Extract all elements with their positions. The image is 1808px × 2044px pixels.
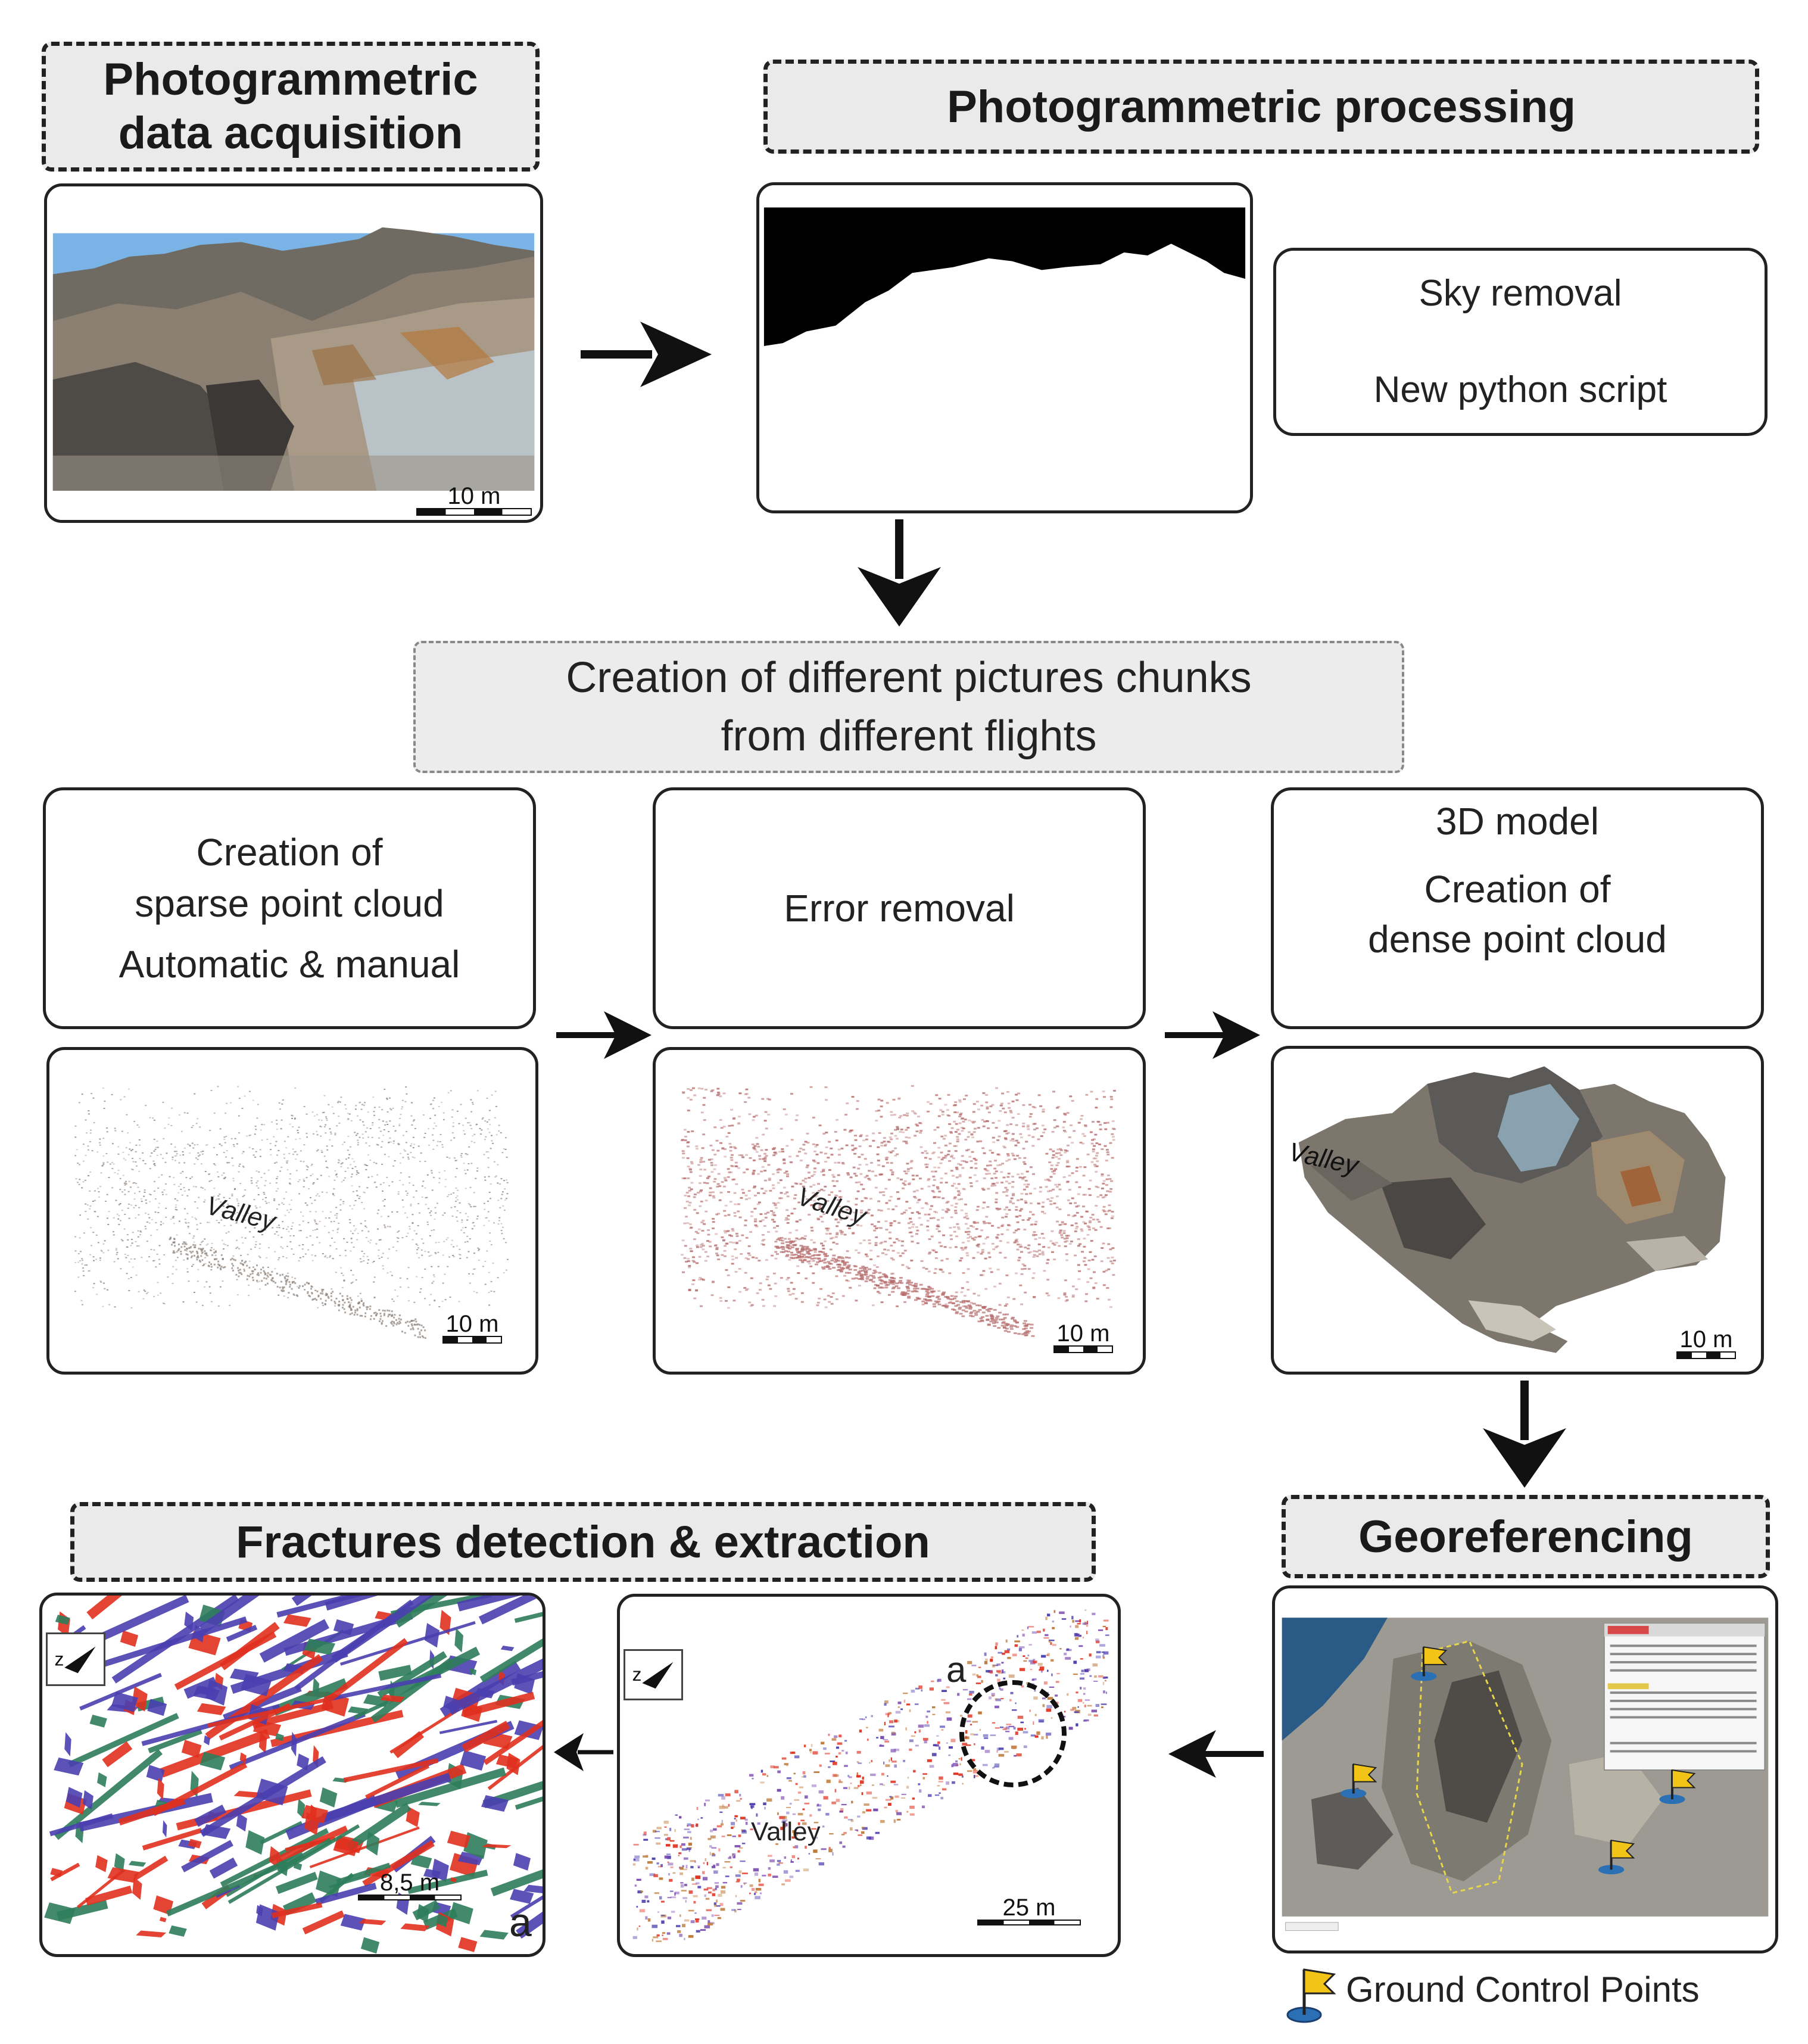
scale-bar: 10 m — [442, 1312, 502, 1344]
arrow-down — [858, 519, 941, 627]
header-processing: Photogrammetric processing — [763, 60, 1759, 154]
svg-text:z: z — [55, 1648, 64, 1669]
dense-cloud-image — [1298, 1066, 1726, 1353]
sky-mask-image — [759, 185, 1250, 510]
scale-label: 10 m — [1679, 1326, 1733, 1353]
point-cloud — [680, 1085, 1116, 1337]
point-cloud — [74, 1086, 509, 1339]
filtered-cloud-image — [680, 1085, 1116, 1337]
scale-bar: 10 m — [416, 484, 532, 516]
gcp-legend: Ground Control Points — [1286, 1959, 1700, 2031]
fracture-zoom-image — [44, 1596, 543, 1954]
fracture-planes — [44, 1596, 543, 1954]
mountain-photo — [47, 186, 540, 520]
sparse-line1: Creation of — [196, 831, 383, 874]
zoom-highlight-circle — [959, 1680, 1067, 1787]
chunks-box: Creation of different pictures chunks fr… — [413, 641, 1404, 773]
fractures-zoom-panel: z 8,5 m a — [39, 1593, 545, 1957]
error-removal-box: Error removal — [653, 787, 1146, 1029]
header-processing-text: Photogrammetric processing — [947, 81, 1576, 132]
scale-label: 25 m — [1002, 1895, 1056, 1921]
north-arrow-icon: z — [46, 1632, 105, 1686]
scale-bar: 8,5 m — [358, 1871, 462, 1900]
header-acquisition-line1: Photogrammetric — [103, 54, 478, 105]
scale-label: 10 m — [447, 483, 501, 509]
scale-label: 10 m — [1056, 1320, 1110, 1347]
dense-line2: Creation of — [1424, 868, 1611, 911]
sparse-cloud-image — [74, 1086, 509, 1339]
filtered-cloud-panel: Valley 10 m — [653, 1047, 1146, 1375]
dense-cloud-panel: Valley 10 m — [1271, 1046, 1764, 1375]
sparse-cloud-box: Creation of sparse point cloud Automatic… — [43, 787, 536, 1029]
header-fractures: Fractures detection & extraction — [70, 1502, 1096, 1582]
error-removal-label: Error removal — [784, 887, 1015, 930]
arrow-left — [1168, 1730, 1264, 1778]
gcp-legend-label: Ground Control Points — [1346, 1969, 1700, 2009]
arrow-right — [1165, 1011, 1260, 1059]
panel-label-a: a — [509, 1900, 532, 1945]
arrow-right — [556, 1011, 651, 1059]
gcp-flag-icon — [1286, 1968, 1336, 2023]
acquisition-photo-panel: 10 m — [44, 183, 543, 523]
sky-removal-box: Sky removal New python script — [1273, 248, 1768, 436]
arrow-down — [1483, 1381, 1566, 1488]
python-script-label: New python script — [1373, 369, 1667, 410]
dense-line3: dense point cloud — [1368, 918, 1667, 961]
arrow-right — [581, 322, 712, 387]
chunks-line1: Creation of different pictures chunks — [566, 654, 1252, 702]
fractures-overview-panel: z a Valley 25 m — [617, 1594, 1121, 1957]
arrow-left — [554, 1733, 613, 1771]
header-fractures-text: Fractures detection & extraction — [236, 1516, 930, 1568]
scale-bar: 10 m — [1676, 1328, 1736, 1359]
valley-label: Valley — [751, 1817, 821, 1846]
sparse-cloud-panel: Valley 10 m — [46, 1047, 538, 1375]
scale-label: 8,5 m — [379, 1869, 440, 1896]
header-data-acquisition: Photogrammetric data acquisition — [42, 42, 540, 172]
scale-label: 10 m — [445, 1311, 499, 1337]
chunks-line2: from different flights — [721, 712, 1097, 760]
scale-bar: 10 m — [1053, 1322, 1113, 1353]
georeferencing-panel — [1272, 1585, 1778, 1953]
dense-line1: 3D model — [1436, 800, 1599, 843]
georeferenced-map — [1276, 1588, 1775, 1950]
scale-bar: 25 m — [977, 1896, 1081, 1925]
dense-cloud-box: 3D model Creation of dense point cloud — [1271, 787, 1764, 1029]
sky-mask-panel — [756, 182, 1253, 513]
north-arrow-icon: z — [624, 1649, 683, 1700]
sparse-line3: Automatic & manual — [119, 943, 460, 986]
sky-removal-label: Sky removal — [1419, 273, 1622, 314]
panel-label-a: a — [946, 1650, 967, 1690]
header-georeferencing: Georeferencing — [1282, 1495, 1770, 1578]
header-georeferencing-text: Georeferencing — [1358, 1511, 1693, 1562]
sparse-line2: sparse point cloud — [135, 882, 444, 925]
gcp-flags — [1341, 1646, 1696, 1875]
header-acquisition-line2: data acquisition — [118, 108, 463, 158]
